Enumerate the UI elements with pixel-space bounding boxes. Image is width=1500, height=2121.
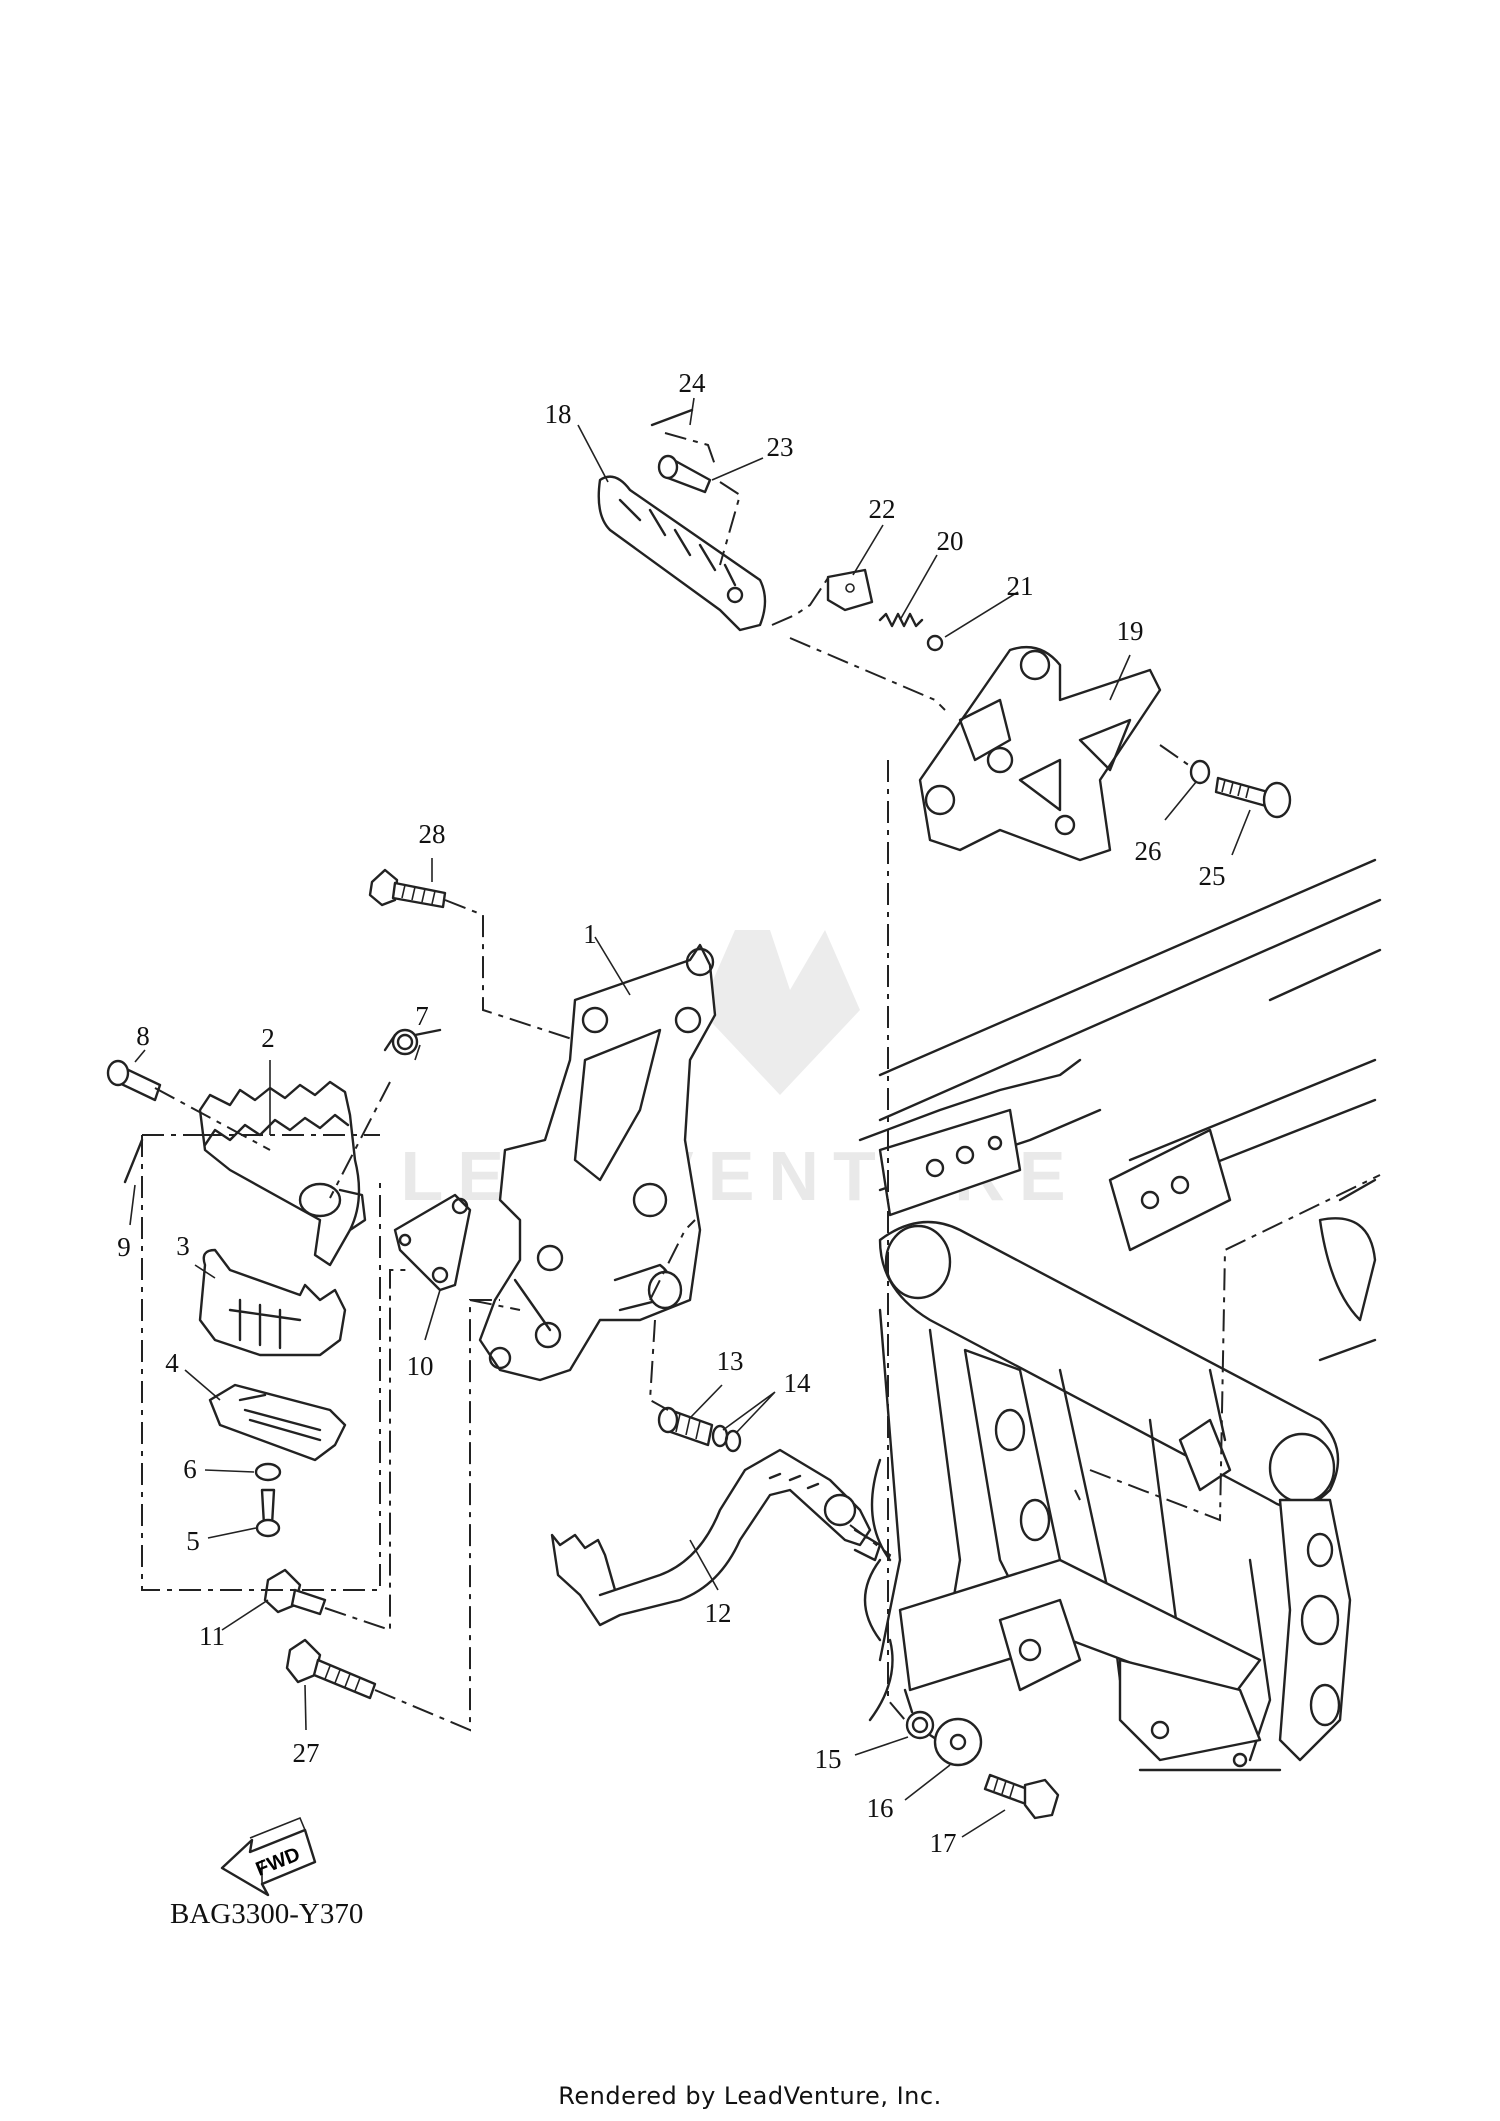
callout-21: 21 [1007, 571, 1034, 601]
callout-6: 6 [183, 1454, 197, 1484]
part-8-pin [106, 1059, 162, 1102]
frame-outline [858, 858, 1382, 1772]
part-2-footrest-assy [198, 1080, 367, 1267]
part-26-washer [1189, 759, 1211, 785]
callout-24: 24 [679, 368, 707, 398]
callout-7: 7 [415, 1001, 429, 1031]
part-27-bolt [285, 1638, 377, 1700]
part-18-footpeg [597, 475, 767, 632]
callout-28: 28 [419, 819, 446, 849]
callout-labels: 24 18 23 22 20 21 19 26 25 28 1 7 8 2 9 … [117, 368, 1225, 1858]
callout-9: 9 [117, 1232, 131, 1262]
callout-2: 2 [261, 1023, 275, 1053]
part-19-footrest-bracket [918, 645, 1162, 862]
part-28-bolt [368, 868, 447, 909]
part-1-footrest-bracket [478, 943, 717, 1382]
part-13-collar [657, 1406, 714, 1447]
callout-27: 27 [293, 1738, 320, 1768]
part-12-brake-pedal [550, 1448, 882, 1627]
callout-3: 3 [176, 1231, 190, 1261]
callout-26: 26 [1135, 836, 1162, 866]
callout-11: 11 [199, 1621, 225, 1651]
part-20-spring [878, 612, 924, 628]
callout-16: 16 [867, 1793, 894, 1823]
callout-19: 19 [1117, 616, 1144, 646]
part-22-detent-plate [826, 568, 874, 612]
part-4-plate [208, 1383, 347, 1462]
callout-13: 13 [717, 1346, 744, 1376]
part-24-cotter-pin [650, 408, 694, 427]
callout-14: 14 [784, 1368, 812, 1398]
part-6-washer [254, 1462, 282, 1482]
part-10-plate [393, 1193, 472, 1292]
callout-25: 25 [1199, 861, 1226, 891]
callout-4: 4 [165, 1348, 179, 1378]
callout-5: 5 [186, 1526, 200, 1556]
part-21-ball [926, 634, 944, 652]
part-9-cotter-pin [123, 1138, 144, 1184]
footer-credit: Rendered by LeadVenture, Inc. [558, 2082, 942, 2110]
part-11-bolt [263, 1568, 327, 1616]
callout-8: 8 [136, 1021, 150, 1051]
callout-18: 18 [545, 399, 572, 429]
leader-lines [129, 397, 1251, 1838]
part-3-cleat [198, 1248, 347, 1357]
part-17-bolt [983, 1773, 1060, 1820]
part-25-bolt [1214, 776, 1292, 819]
part-14-o-rings [711, 1424, 742, 1453]
fwd-arrow-icon: FWD [220, 1816, 317, 1897]
callout-1: 1 [583, 919, 597, 949]
part-16-washer [933, 1717, 983, 1767]
callout-23: 23 [767, 432, 794, 462]
diagram-code: BAG3300-Y370 [170, 1898, 363, 1930]
callout-17: 17 [930, 1828, 957, 1858]
callout-12: 12 [705, 1598, 732, 1628]
assembly-lines [141, 432, 1381, 1732]
callout-20: 20 [937, 526, 964, 556]
callout-15: 15 [815, 1744, 842, 1774]
part-7-spring [383, 1028, 442, 1056]
callout-22: 22 [869, 494, 896, 524]
part-5-screw [255, 1488, 281, 1538]
callout-10: 10 [407, 1351, 434, 1381]
